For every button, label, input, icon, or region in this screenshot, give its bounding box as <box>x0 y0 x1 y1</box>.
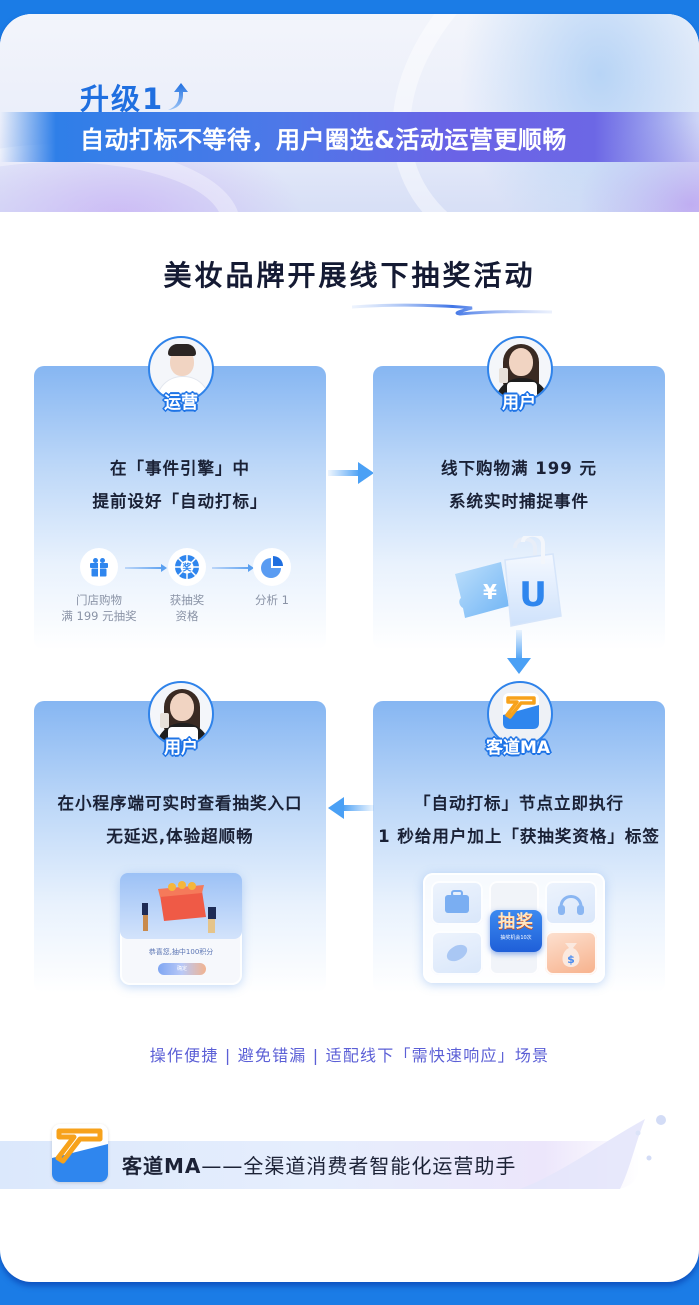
step-text-line: 1 秒给用户加上「获抽奖资格」标签 <box>378 827 660 846</box>
step-card-user-purchase: 线下购物满 199 元 系统实时捕捉事件 ¥ U <box>373 366 665 650</box>
flow-label: 资格 <box>175 609 199 623</box>
step-text-line: 在小程序端可实时查看抽奖入口 <box>57 794 303 813</box>
section-title: 美妆品牌开展线下抽奖活动 <box>163 259 536 292</box>
flow-arrow <box>125 564 167 572</box>
footer-brand: 客道MA <box>122 1154 202 1178</box>
prize-message: 恭喜您,抽中100积分 <box>148 948 214 956</box>
flow-label: 分析 1 <box>255 593 289 607</box>
content-card: 升级1 自动打标不等待，用户圈选&活动运营更顺畅 美妆品牌开展线下抽奖活动 在「… <box>0 14 699 1282</box>
arrow-left-icon <box>328 797 374 819</box>
hero-title-text: 升级1 <box>80 82 165 116</box>
prize-wheel-icon: 奖 <box>168 548 206 586</box>
step-text-line: 提前设好「自动打标」 <box>92 492 268 511</box>
gift-box-celebration-icon <box>120 873 242 939</box>
confirm-button[interactable]: 确定 <box>158 963 206 975</box>
footer-slogan: 客道MA——全渠道消费者智能化运营助手 <box>122 1150 516 1179</box>
mouse-icon <box>431 931 483 975</box>
upgrade-arrow-icon <box>168 83 189 110</box>
step-card-user-miniprogram: 在小程序端可实时查看抽奖入口 无延迟,体验超顺畅 恭喜您,抽中100积分 确定 <box>34 701 326 993</box>
step-text-line: 无延迟,体验超顺畅 <box>106 827 254 846</box>
hero-banner: 升级1 自动打标不等待，用户圈选&活动运营更顺畅 <box>0 14 699 348</box>
keda-ma-logo-icon <box>52 1128 108 1182</box>
flow-arrow <box>212 564 254 572</box>
svg-text:U: U <box>519 575 547 615</box>
role-label-user: 用户 <box>164 738 198 758</box>
pie-chart-icon <box>253 548 291 586</box>
avatar-user <box>148 681 214 747</box>
lottery-button[interactable]: 抽奖 抽奖机会10次 <box>490 910 542 952</box>
hero-title: 升级1 <box>80 76 189 118</box>
flow-step-analysis: 分析 1 <box>227 548 317 608</box>
step-card-operator: 在「事件引擎」中 提前设好「自动打标」 门店购物 满 199 元抽奖 奖 获抽奖… <box>34 366 326 650</box>
svg-text:奖: 奖 <box>182 562 192 574</box>
keda-ma-logo <box>52 1124 108 1182</box>
flow-label: 获抽奖 <box>169 593 205 607</box>
flow-label: 门店购物 <box>76 593 122 607</box>
step-text-line: 「自动打标」节点立即执行 <box>414 794 624 813</box>
footer-tagline: ——全渠道消费者智能化运营助手 <box>201 1154 517 1178</box>
decor-swoosh <box>328 14 699 348</box>
arrow-right-icon <box>328 462 374 484</box>
lottery-grid-illustration: $ 抽奖 抽奖机会10次 <box>423 873 605 983</box>
hero-subtitle: 自动打标不等待，用户圈选&活动运营更顺畅 <box>80 126 567 154</box>
role-label-user: 用户 <box>502 393 536 413</box>
benefits-line: 操作便捷 | 避免错漏 | 适配线下「需快速响应」场景 <box>149 1046 550 1065</box>
arrow-down-icon <box>507 630 531 674</box>
avatar-operator <box>148 336 214 402</box>
svg-text:¥: ¥ <box>483 580 497 604</box>
footer-wave-decor <box>520 1115 666 1189</box>
money-bag-icon: $ <box>545 931 597 975</box>
keda-ma-logo-badge <box>487 681 553 747</box>
role-label-operator: 运营 <box>164 393 198 413</box>
flow-step-qualification: 奖 获抽奖 资格 <box>142 548 232 624</box>
svg-text:$: $ <box>567 953 575 966</box>
hero-subtitle-band <box>0 112 699 162</box>
keda-ma-logo-icon <box>503 693 539 729</box>
briefcase-icon <box>431 881 483 925</box>
step-card-keda-ma: 「自动打标」节点立即执行 1 秒给用户加上「获抽奖资格」标签 $ 抽奖 抽奖机会… <box>373 701 665 993</box>
gift-icon <box>80 548 118 586</box>
prize-popup-illustration: 恭喜您,抽中100积分 确定 <box>120 873 242 985</box>
step-text-line: 线下购物满 199 元 <box>441 459 597 478</box>
headphones-icon <box>545 881 597 925</box>
step-text-line: 系统实时捕捉事件 <box>449 492 589 511</box>
shopping-bag-icon: ¥ U <box>455 536 562 627</box>
flow-label: 满 199 元抽奖 <box>61 609 137 623</box>
title-underline-decor <box>352 303 552 316</box>
avatar-user <box>487 336 553 402</box>
step-text-line: 在「事件引擎」中 <box>110 459 250 478</box>
flow-step-purchase: 门店购物 满 199 元抽奖 <box>54 548 144 624</box>
role-label-keda-ma: 客道MA <box>485 738 551 758</box>
